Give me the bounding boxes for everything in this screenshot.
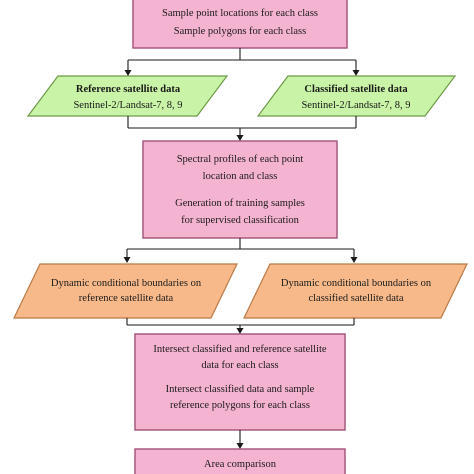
reference-data-title: Reference satellite data (76, 84, 181, 95)
intersect-line-3: Intersect classified data and sample (166, 384, 315, 395)
edge-intersect-to-area (236, 430, 244, 449)
reference-satellite-data-node: Reference satellite data Sentinel-2/Land… (26, 75, 229, 117)
dynamic-boundaries-classified-node: Dynamic conditional boundaries on classi… (243, 263, 468, 319)
intersect-box: Intersect classified and reference satel… (134, 333, 346, 431)
sample-process-box: Sample point locations for each class Sa… (132, 0, 348, 49)
dynamic-classified-line-1: Dynamic conditional boundaries on (281, 278, 432, 289)
spectral-profiles-box: Spectral profiles of each point location… (142, 140, 338, 239)
classified-data-title: Classified satellite data (304, 84, 408, 95)
spectral-line-4: for supervised classification (181, 215, 300, 226)
classified-satellite-data-node: Classified satellite data Sentinel-2/Lan… (256, 75, 457, 117)
reference-data-subtitle: Sentinel-2/Landsat-7, 8, 9 (73, 100, 182, 111)
area-comparison-label: Area comparison (204, 459, 277, 470)
intersect-line-4: reference polygons for each class (170, 400, 310, 411)
dynamic-reference-line-2: reference satellite data (79, 293, 174, 304)
sample-box-line-1: Sample point locations for each class (162, 8, 318, 19)
edge-boundaries-to-intersect (126, 318, 355, 334)
dynamic-reference-line-1: Dynamic conditional boundaries on (51, 278, 202, 289)
dynamic-boundaries-reference-node: Dynamic conditional boundaries on refere… (13, 263, 238, 319)
edge-sample-to-inputs (124, 48, 360, 76)
spectral-line-2: location and class (203, 171, 278, 182)
spectral-line-3: Generation of training samples (175, 198, 305, 209)
area-comparison-box: Area comparison (134, 448, 346, 474)
edge-inputs-to-spectral (127, 116, 357, 141)
spectral-line-1: Spectral profiles of each point (177, 154, 304, 165)
edge-spectral-to-boundaries (123, 238, 358, 263)
dynamic-classified-line-2: classified satellite data (308, 293, 403, 304)
sample-box-line-2: Sample polygons for each class (174, 26, 306, 37)
intersect-line-2: data for each class (201, 360, 278, 371)
classified-data-subtitle: Sentinel-2/Landsat-7, 8, 9 (301, 100, 410, 111)
intersect-line-1: Intersect classified and reference satel… (153, 344, 326, 355)
